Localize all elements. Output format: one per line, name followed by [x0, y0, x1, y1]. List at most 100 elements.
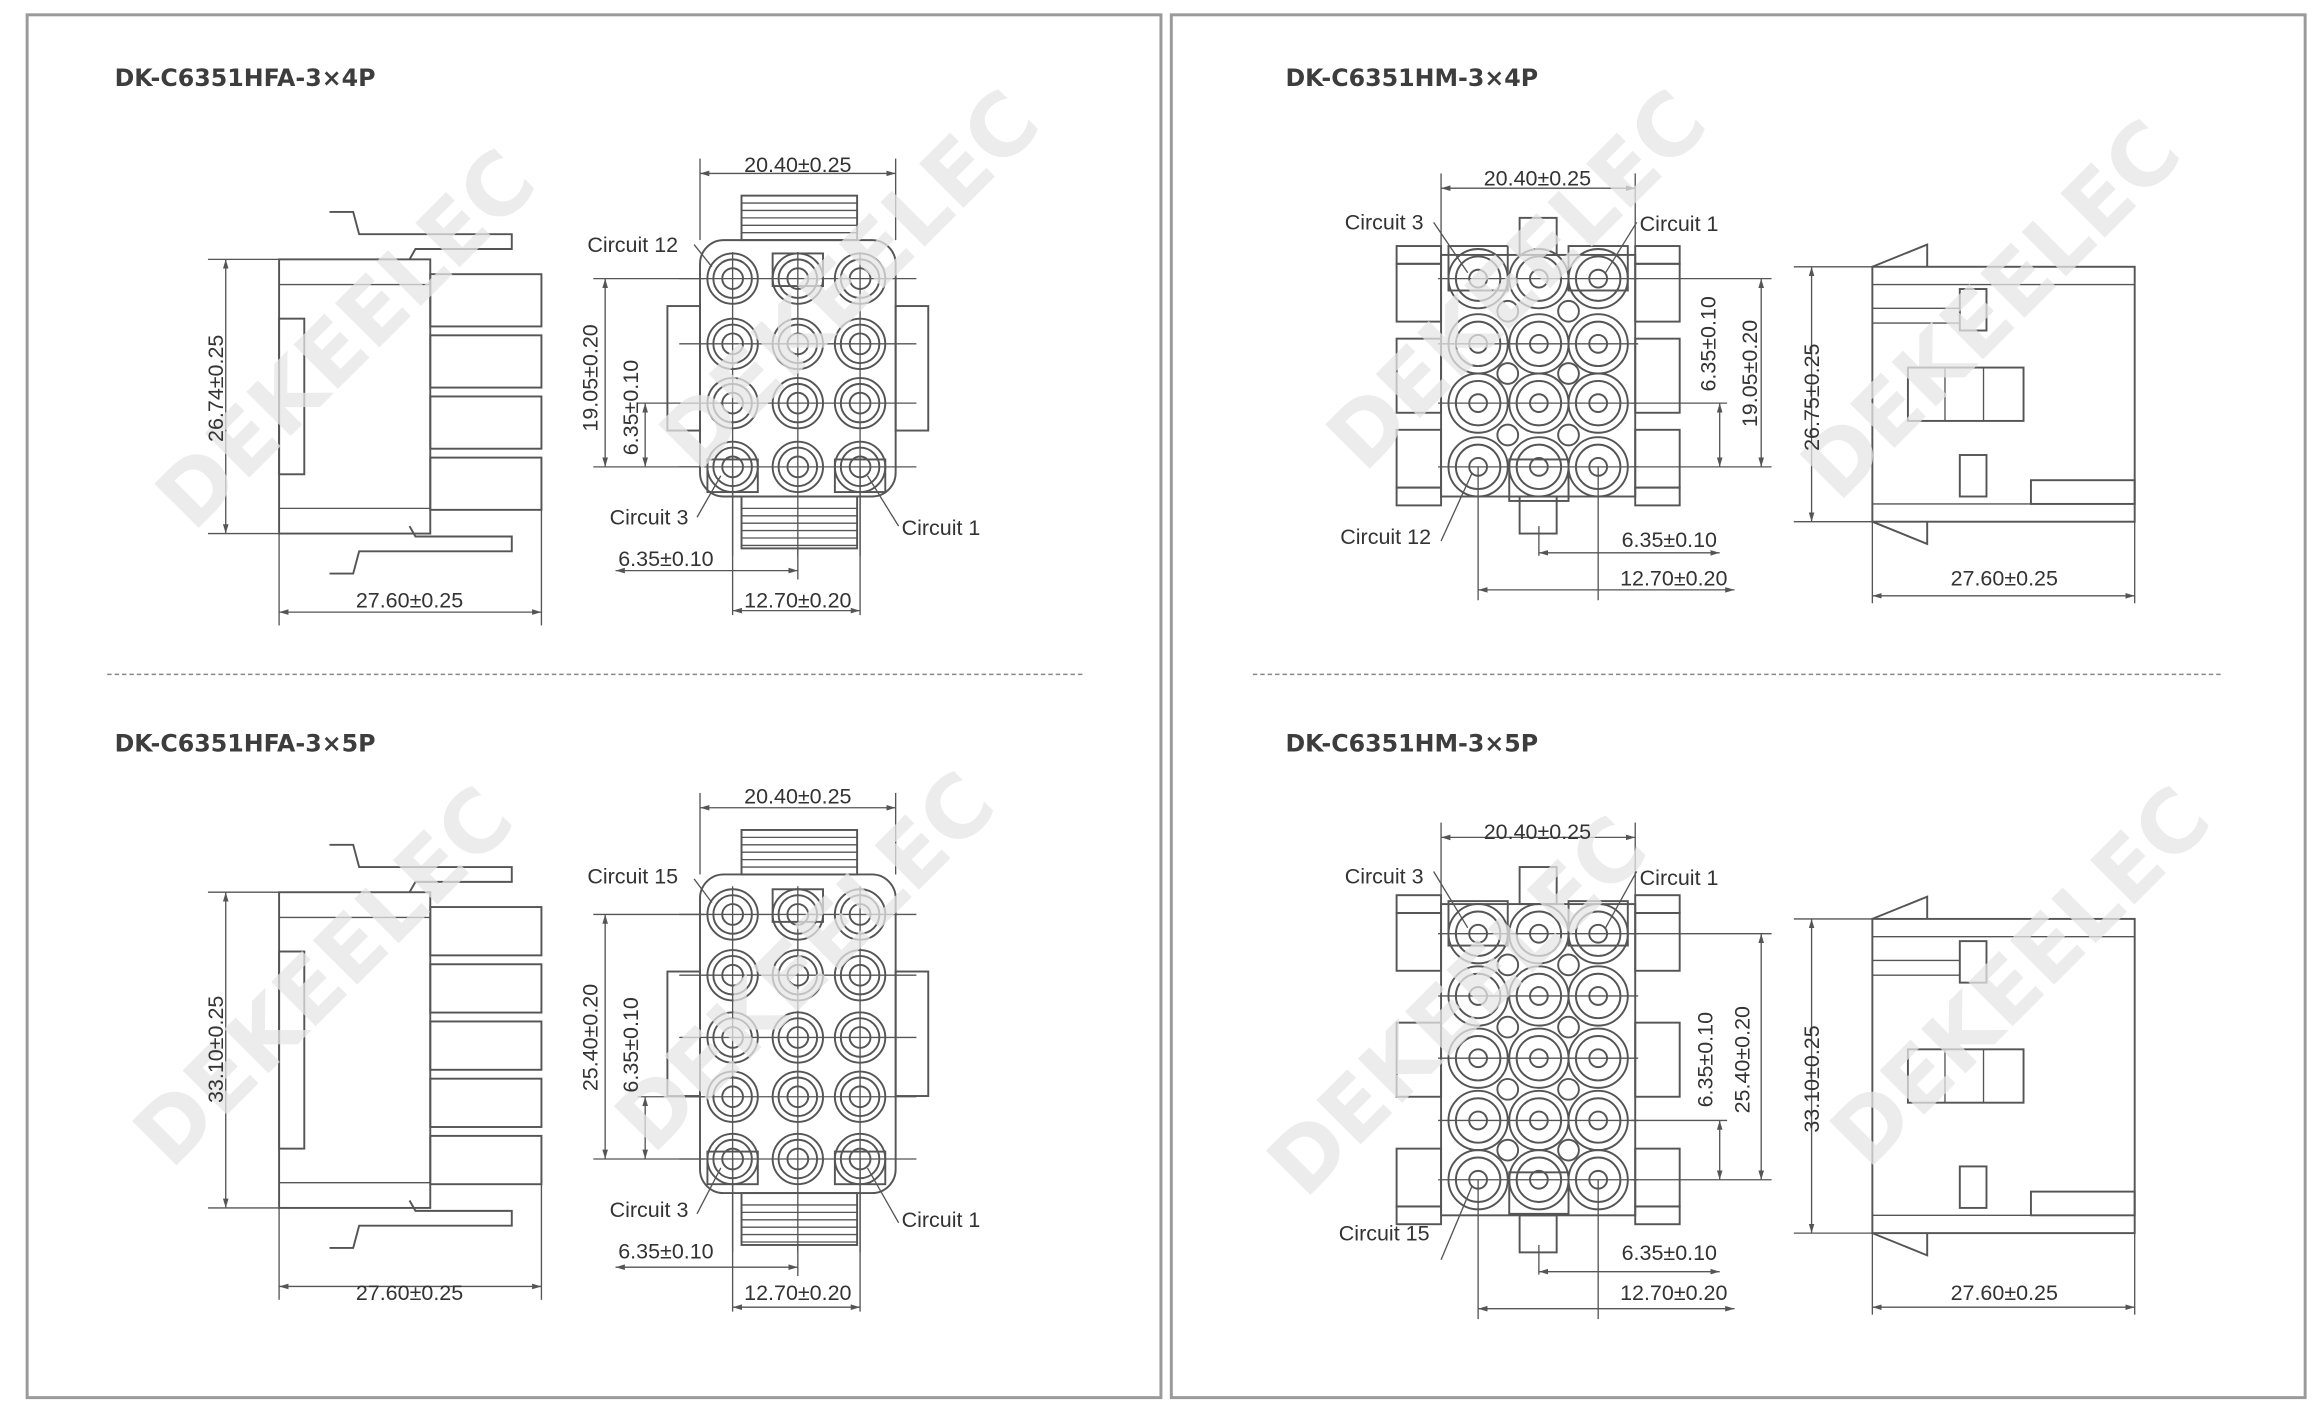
leader — [1440, 472, 1473, 542]
panel-top-right: DK-C6351HM-3×4P 20.40±0.25 Circuit 3 Cir… — [1285, 64, 2058, 590]
circuit-last-label: Circuit 15 — [1339, 1222, 1430, 1246]
ear — [1634, 245, 1681, 265]
ear — [1634, 486, 1681, 507]
ear — [1395, 894, 1443, 914]
side-slot — [278, 950, 306, 1150]
vent-hole — [1557, 953, 1580, 977]
ear — [1395, 486, 1443, 507]
circuit-1-label: Circuit 1 — [1640, 212, 1719, 236]
dim-height: 26.75±0.25 — [1800, 343, 1824, 450]
side-latch — [1395, 912, 1443, 972]
dim-pitch-v: 6.35±0.10 — [1696, 296, 1720, 391]
dim-span-h: 12.70±0.20 — [744, 589, 851, 613]
vent-hole — [1496, 1078, 1520, 1101]
vent-hole — [1496, 362, 1520, 385]
leader — [1440, 1185, 1473, 1261]
side-rib — [666, 305, 701, 432]
side-latch — [1634, 428, 1681, 489]
leader — [696, 1167, 722, 1215]
side-latch — [1634, 1021, 1681, 1098]
part-title: DK-C6351HM-3×5P — [1285, 729, 1538, 757]
watermark: DEKEELEC — [137, 131, 555, 549]
dim-width: 20.40±0.25 — [1484, 820, 1591, 844]
side-latch — [1634, 262, 1681, 323]
side-body — [1871, 265, 2136, 523]
side-latch — [1395, 1147, 1443, 1208]
circuit-3-label: Circuit 3 — [610, 1198, 689, 1222]
vent-hole — [1557, 1015, 1580, 1039]
window — [1958, 1165, 1988, 1209]
leader — [1433, 221, 1469, 274]
dim-pitch-h: 6.35±0.10 — [618, 1239, 713, 1263]
vent-hole — [1496, 423, 1520, 447]
watermark: DEKEELEC — [1782, 101, 2200, 519]
latch-bottom — [1871, 520, 1929, 546]
dim-span: 25.40±0.20 — [579, 984, 603, 1091]
dim-length: 27.60±0.25 — [1951, 566, 2058, 590]
side-rib — [666, 970, 701, 1097]
leader — [696, 475, 722, 518]
dim-pitch-v: 6.35±0.10 — [619, 360, 643, 455]
pin-housing — [429, 1134, 543, 1186]
latch-bottom — [740, 495, 859, 550]
ear — [1395, 245, 1443, 265]
leader — [1433, 871, 1469, 929]
leader — [866, 475, 900, 527]
ear — [1634, 1205, 1681, 1226]
pin-housing — [429, 963, 543, 1014]
pin-housing — [429, 1020, 543, 1071]
side-latch — [1634, 337, 1681, 414]
dim-span-h: 12.70±0.20 — [1620, 566, 1727, 590]
dim-height: 26.74±0.25 — [204, 335, 228, 442]
vent-hole — [1557, 1078, 1580, 1101]
rear-step — [2029, 479, 2136, 505]
leader — [1605, 221, 1638, 274]
polarizing-key — [1447, 245, 1509, 292]
panel-bottom-right: DK-C6351HM-3×5P 20.40±0.25 Circuit 3 Cir… — [1285, 729, 2058, 1304]
circuit-1-label: Circuit 1 — [902, 1208, 981, 1232]
side-rib — [894, 970, 930, 1097]
leader — [693, 878, 713, 904]
dim-span: 19.05±0.20 — [1738, 320, 1762, 427]
dim-pitch-v: 6.35±0.10 — [619, 997, 643, 1092]
latch-bottom — [329, 525, 513, 575]
circuit-3-label: Circuit 3 — [610, 506, 689, 530]
latch-bottom — [329, 1200, 513, 1249]
dim-span-h: 12.70±0.20 — [744, 1281, 851, 1305]
polarizing-key — [1447, 900, 1509, 947]
circuit-3-label: Circuit 3 — [1345, 211, 1424, 235]
dim-span-h: 12.70±0.20 — [1620, 1281, 1727, 1305]
vent-hole — [1496, 299, 1520, 323]
panel-female — [25, 13, 1163, 1400]
dim-length: 27.60±0.25 — [1951, 1281, 2058, 1305]
pin-housing — [429, 395, 543, 450]
side-rib — [894, 305, 930, 432]
circuit-last-label: Circuit 12 — [587, 233, 678, 257]
side-latch — [1395, 428, 1443, 489]
latch-top — [329, 843, 513, 893]
tab-top — [1518, 216, 1558, 256]
pin-housing — [429, 1077, 543, 1128]
vent-hole — [1496, 1138, 1520, 1162]
vent-hole — [1557, 423, 1580, 447]
center-latch — [1906, 1048, 2025, 1104]
circuit-1-label: Circuit 1 — [1640, 866, 1719, 890]
leader — [693, 244, 713, 268]
circuit-last-label: Circuit 12 — [1340, 525, 1431, 549]
rear-step — [2029, 1190, 2136, 1217]
vent-hole — [1557, 299, 1580, 323]
panel-bottom-left: DK-C6351HFA-3×5P 33.10±0.25 27.60±0.25 2… — [115, 729, 981, 1304]
pin-housing — [429, 334, 543, 389]
side-latch — [1395, 337, 1443, 414]
latch-top — [1871, 895, 1929, 920]
watermark: DEKEELEC — [115, 768, 533, 1186]
part-title: DK-C6351HM-3×4P — [1285, 64, 1538, 92]
latch-bottom — [1871, 1232, 1929, 1257]
dim-width: 20.40±0.25 — [1484, 166, 1591, 190]
part-title: DK-C6351HFA-3×5P — [115, 729, 376, 757]
watermark: DEKEELEC — [1249, 798, 1667, 1216]
watermark: DEKEELEC — [1812, 768, 2230, 1186]
ear — [1634, 894, 1681, 914]
watermark: DEKEELEC — [597, 753, 1015, 1171]
